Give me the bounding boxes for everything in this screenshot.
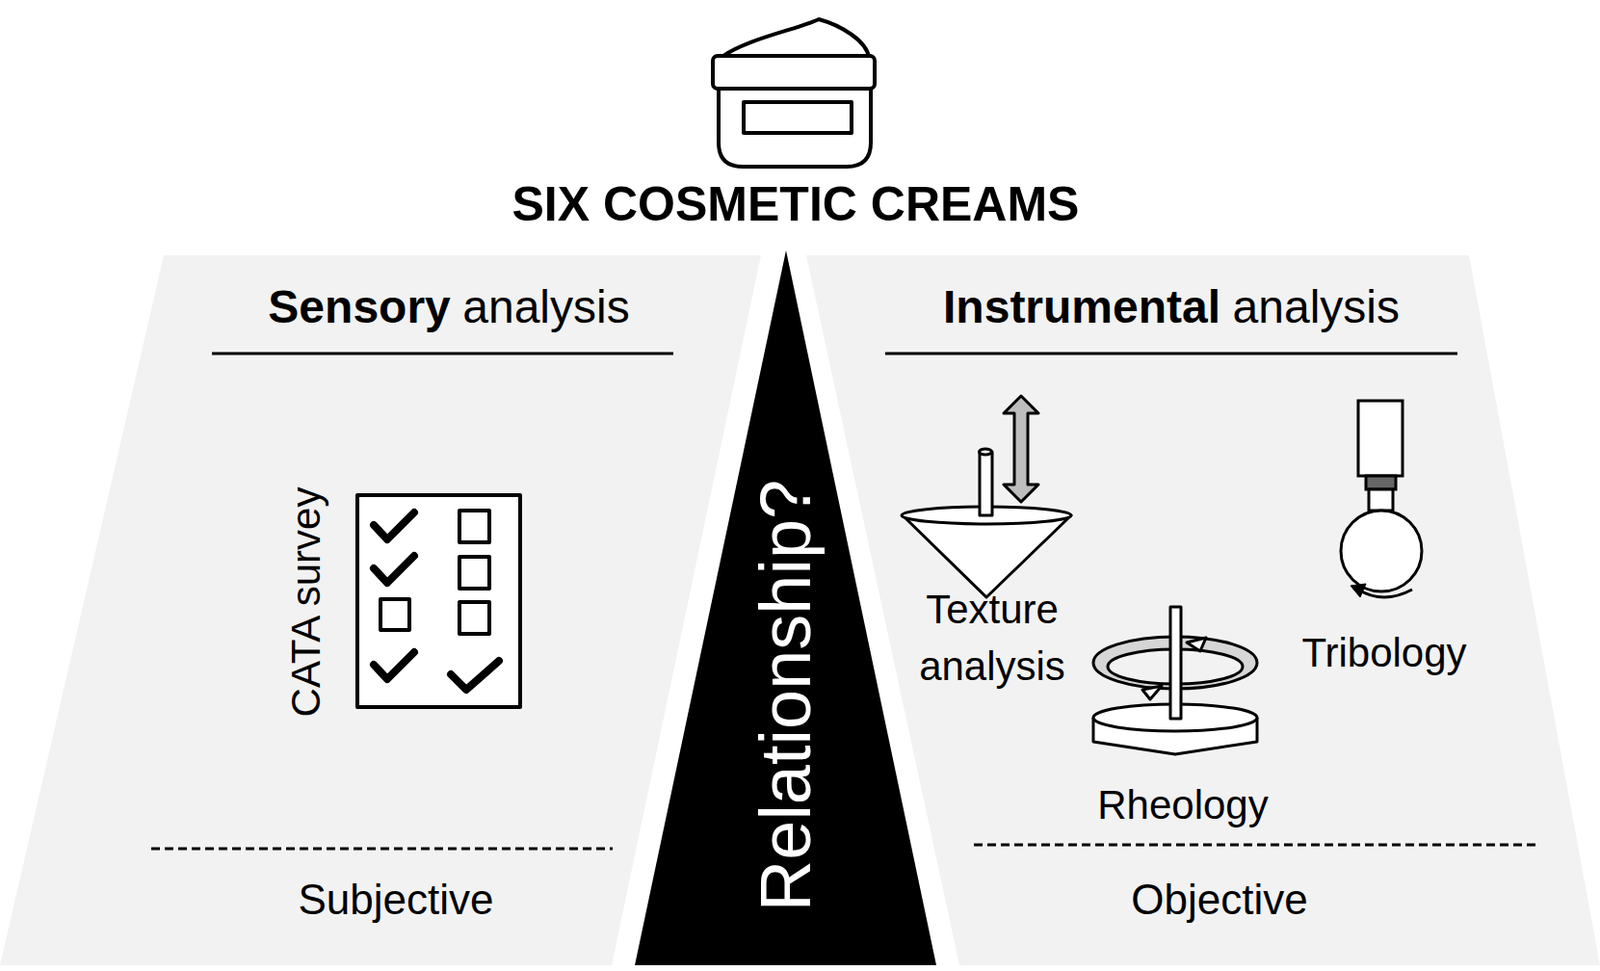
heading-plain: analysis (462, 280, 630, 334)
diagram-title: SIX COSMETIC CREAMS (512, 176, 1080, 233)
heading-plain: analysis (1232, 280, 1400, 334)
heading-bold: Sensory (267, 280, 450, 334)
instrumental-panel: InstrumentalanalysisTexture analysis Trib… (806, 255, 1600, 966)
panel-label: Rheology (1097, 781, 1268, 830)
section-heading: Sensoryanalysis (267, 280, 630, 334)
panel-label: Objective (1130, 874, 1308, 926)
section-heading: Instrumentalanalysis (943, 280, 1400, 334)
heading-bold: Instrumental (943, 280, 1221, 334)
panel-label: Tribology (1301, 629, 1467, 678)
sensory-panel: SensoryanalysisCATA surveySubjective (0, 255, 761, 966)
rotated-label: Relationship? (743, 479, 830, 912)
rotated-label: CATA survey (282, 487, 331, 718)
panel-label: Subjective (297, 874, 494, 926)
panel-label: Texture analysis (881, 581, 1103, 696)
